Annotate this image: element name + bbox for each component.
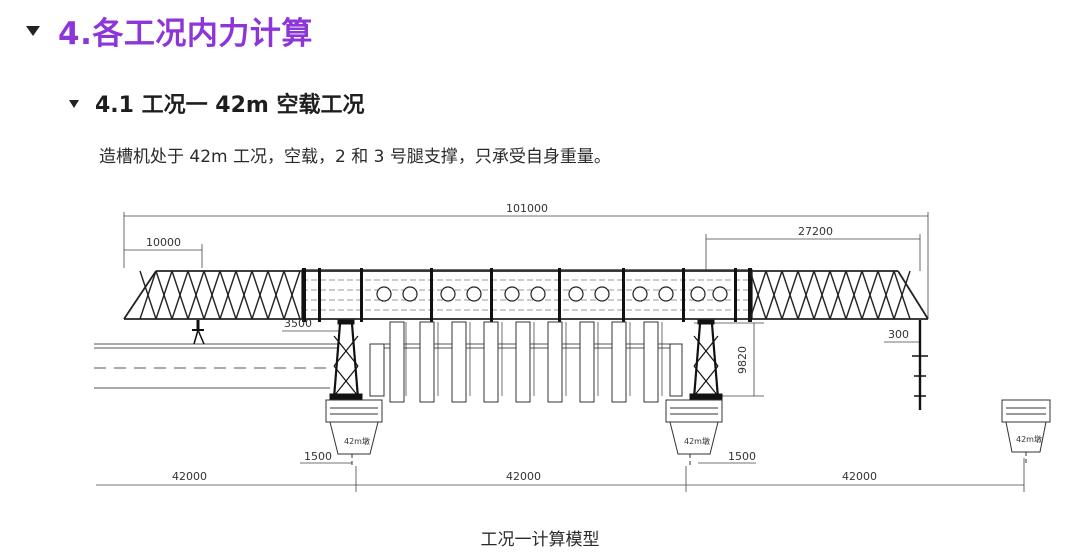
- pier-label-left: 42m墩: [344, 436, 370, 446]
- pier-right: [1001, 399, 1051, 466]
- section-heading: 4.各工况内力计算: [26, 8, 313, 52]
- dim-offset-right: 300: [888, 328, 909, 341]
- dim-span-1: 42000: [172, 470, 207, 483]
- support-leg-3: [689, 319, 723, 401]
- pier-label-middle: 42m墩: [684, 436, 710, 446]
- description-paragraph: 造槽机处于 42m 工况，空载，2 和 3 号腿支撑，只承受自身重量。: [99, 147, 611, 167]
- hanger-rods: [405, 322, 663, 396]
- dim-span-3: 42000: [842, 470, 877, 483]
- rear-leg: [912, 320, 928, 410]
- collapse-triangle-icon[interactable]: [69, 100, 79, 108]
- dim-left: 10000: [146, 236, 181, 249]
- formwork-panels: [369, 321, 683, 403]
- section-title: 4.各工况内力计算: [58, 15, 313, 52]
- dim-span-2: 42000: [506, 470, 541, 483]
- left-truss-bracing: [139, 270, 301, 320]
- structure-diagram: 101000 10000 27200 3500 300 9820 1500 15…: [94, 196, 1060, 496]
- dim-right: 27200: [798, 225, 833, 238]
- support-leg-1: [192, 320, 205, 345]
- subsection-title: 4.1 工况一 42m 空载工况: [95, 93, 365, 118]
- dim-offset-left: 3500: [284, 317, 312, 330]
- collapse-triangle-icon[interactable]: [26, 26, 40, 36]
- dim-pier-left: 1500: [304, 450, 332, 463]
- dim-total: 101000: [506, 202, 548, 215]
- pier-middle: [665, 399, 723, 468]
- girder-holes: [376, 286, 728, 302]
- girder-posts: [302, 268, 752, 322]
- pier-label-right: 42m墩: [1016, 434, 1042, 444]
- right-truss-bracing: [749, 270, 911, 320]
- pier-left: [325, 399, 383, 468]
- figure-caption: 工况一计算模型: [480, 530, 600, 550]
- subsection-heading: 4.1 工况一 42m 空载工况: [69, 85, 365, 121]
- support-leg-2: [329, 319, 363, 401]
- dim-pier-right: 1500: [728, 450, 756, 463]
- dim-height: 9820: [736, 346, 749, 374]
